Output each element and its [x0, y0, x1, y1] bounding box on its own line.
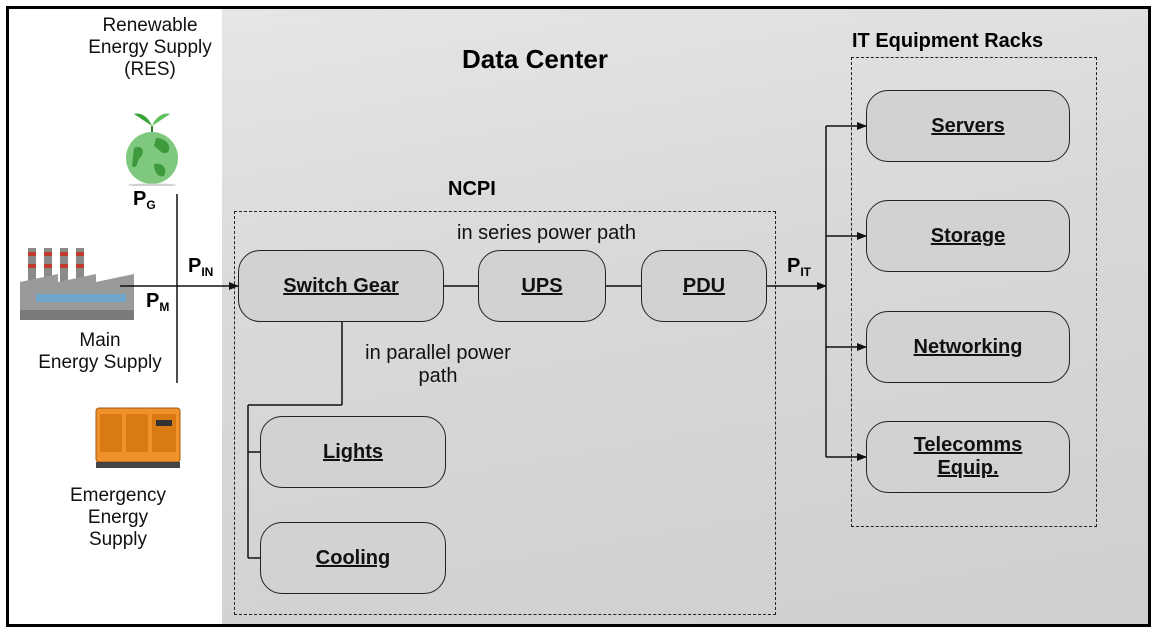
diagram-title: Data Center — [462, 44, 608, 74]
pm-label: PM — [146, 290, 170, 314]
factory-icon — [20, 248, 134, 320]
pg-label: PG — [133, 188, 156, 212]
ncpi-region — [234, 211, 776, 615]
globe-icon — [126, 113, 178, 186]
outer-frame — [6, 6, 1151, 627]
networking-box: Networking — [866, 311, 1070, 383]
servers-box: Servers — [866, 90, 1070, 162]
lights-box: Lights — [260, 416, 446, 488]
pdu-box: PDU — [641, 250, 767, 322]
storage-box: Storage — [866, 200, 1070, 272]
switch-gear-box: Switch Gear — [238, 250, 444, 322]
pin-label: PIN — [188, 255, 214, 279]
series-path-label: in series power path — [457, 222, 636, 244]
it-racks-region — [851, 57, 1097, 527]
cooling-box: Cooling — [260, 522, 446, 594]
res-label: Renewable Energy Supply (RES) — [88, 15, 212, 80]
it-racks-label: IT Equipment Racks — [852, 30, 1044, 52]
telecomms-box: Telecomms Equip. — [866, 421, 1070, 493]
ncpi-label: NCPI — [448, 178, 496, 200]
parallel-path-label: in parallel power path — [365, 342, 511, 387]
emergency-energy-label: Emergency Energy Supply — [69, 485, 167, 550]
generator-icon — [95, 407, 181, 468]
main-energy-label: Main Energy Supply — [38, 330, 162, 373]
ups-box: UPS — [478, 250, 606, 322]
pit-label: PIT — [787, 255, 812, 279]
